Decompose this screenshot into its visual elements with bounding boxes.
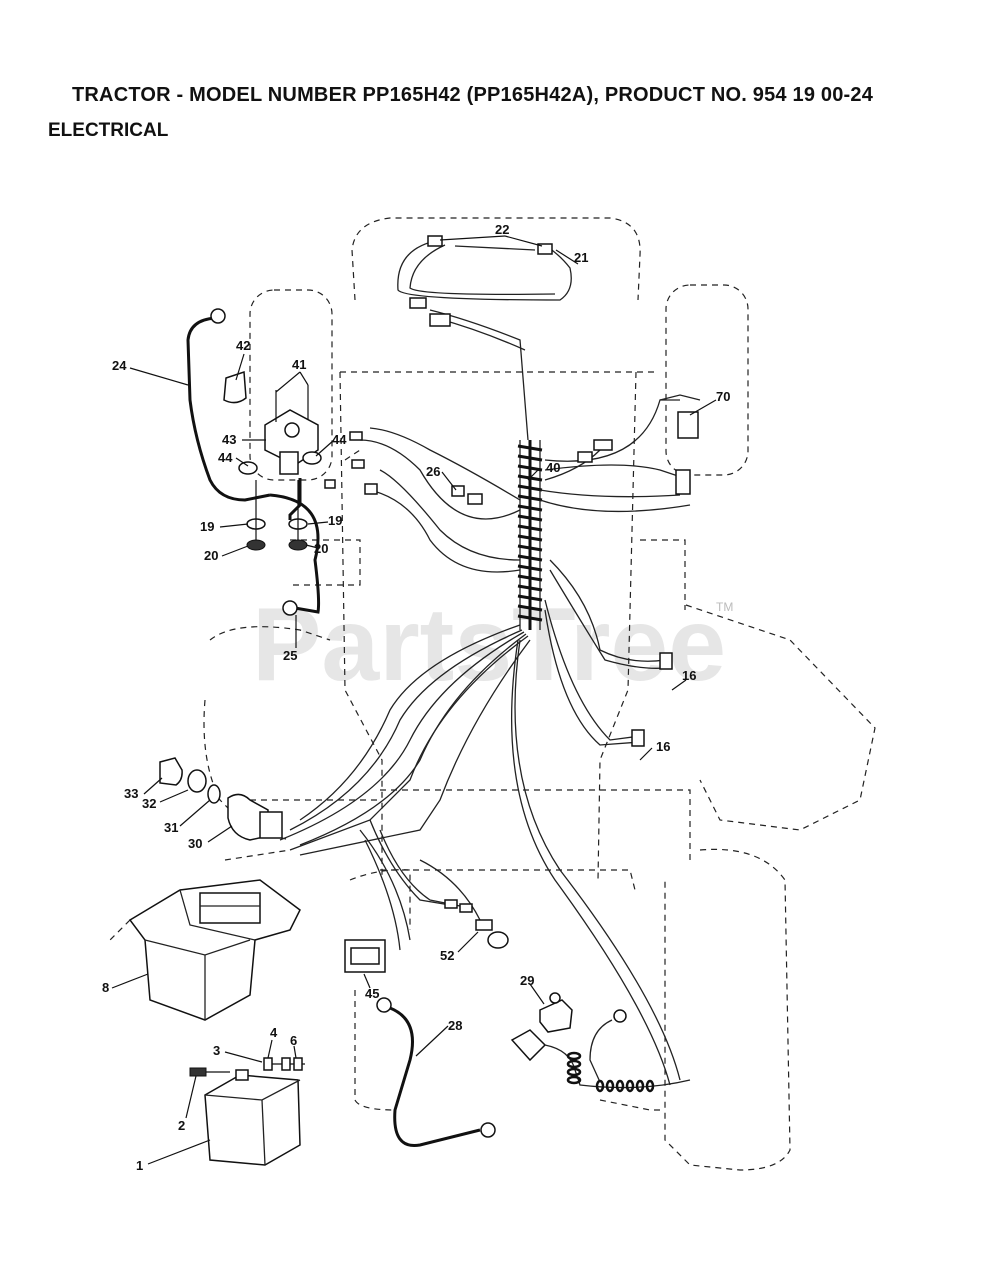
callout-1: 1 bbox=[136, 1158, 143, 1173]
switch-29 bbox=[510, 992, 691, 1093]
headlight-harness bbox=[397, 235, 572, 441]
hour-meter bbox=[344, 939, 386, 973]
cable-28 bbox=[376, 997, 496, 1148]
harness-branches bbox=[279, 399, 691, 1086]
washer-icon bbox=[263, 1057, 273, 1071]
nut-icon bbox=[207, 784, 221, 804]
callout-70: 70 bbox=[716, 389, 730, 404]
bulb-52 bbox=[475, 919, 509, 949]
nut-icon bbox=[238, 461, 258, 475]
connector-icon bbox=[429, 313, 451, 327]
nut-icon bbox=[246, 539, 266, 551]
connector-icon bbox=[510, 1029, 547, 1062]
connector-icon bbox=[631, 729, 645, 747]
callout-43: 43 bbox=[222, 432, 236, 447]
connector-icon bbox=[259, 811, 283, 839]
callout-45: 45 bbox=[365, 986, 379, 1001]
switch-icon bbox=[677, 411, 699, 439]
callout-32: 32 bbox=[142, 796, 156, 811]
callout-44-right: 44 bbox=[332, 432, 347, 447]
callout-26: 26 bbox=[426, 464, 440, 479]
callout-30: 30 bbox=[188, 836, 202, 851]
callout-25: 25 bbox=[283, 648, 297, 663]
switch-icon bbox=[539, 999, 573, 1033]
ring-terminal-icon bbox=[376, 997, 392, 1013]
lockwasher-icon bbox=[281, 1057, 291, 1071]
callout-28: 28 bbox=[448, 1018, 462, 1033]
callout-20-right: 20 bbox=[314, 541, 328, 556]
ring-terminal-icon bbox=[480, 1122, 496, 1138]
solenoid-boot-icon bbox=[223, 370, 247, 404]
connector-icon bbox=[364, 483, 378, 495]
callout-8: 8 bbox=[102, 980, 109, 995]
solenoid-assembly bbox=[186, 308, 322, 616]
callout-42: 42 bbox=[236, 338, 250, 353]
socket-icon bbox=[475, 919, 493, 931]
connector-icon bbox=[577, 451, 593, 463]
connectors-26 bbox=[451, 485, 483, 505]
battery-assembly bbox=[189, 1057, 305, 1166]
connector-icon bbox=[459, 903, 473, 913]
callout-4: 4 bbox=[270, 1025, 278, 1040]
connector-icon bbox=[444, 899, 458, 909]
connector-icon bbox=[351, 459, 365, 469]
connector-icon bbox=[409, 297, 427, 309]
callout-16-lower: 16 bbox=[656, 739, 670, 754]
bulb-icon bbox=[487, 931, 509, 949]
callout-3: 3 bbox=[213, 1043, 220, 1058]
connector-icon bbox=[324, 479, 336, 489]
connector-icon bbox=[451, 485, 465, 497]
callout-labels: 22 21 42 41 24 70 43 44 44 40 26 19 19 2… bbox=[102, 222, 730, 1173]
callout-41: 41 bbox=[292, 357, 306, 372]
ring-terminal-icon bbox=[282, 600, 298, 616]
nut-icon bbox=[293, 1057, 303, 1071]
callout-16-upper: 16 bbox=[682, 668, 696, 683]
callout-24: 24 bbox=[112, 358, 127, 373]
connector-icon bbox=[349, 431, 363, 441]
callout-33: 33 bbox=[124, 786, 138, 801]
connector-icon bbox=[675, 469, 691, 495]
connector-icon bbox=[593, 439, 613, 451]
callout-31: 31 bbox=[164, 820, 178, 835]
headlight-bulb-left-icon bbox=[427, 235, 443, 247]
battery-icon bbox=[204, 1074, 301, 1166]
nut-icon bbox=[288, 539, 308, 551]
headlight-bulb-right-icon bbox=[537, 243, 553, 255]
ignition-switch-assembly bbox=[159, 757, 283, 841]
watermark-trademark: TM bbox=[716, 600, 733, 614]
callout-19-right: 19 bbox=[328, 513, 342, 528]
page-title: TRACTOR - MODEL NUMBER PP165H42 (PP165H4… bbox=[72, 84, 874, 106]
ring-terminal-icon bbox=[613, 1009, 627, 1023]
ring-terminal-icon bbox=[210, 308, 226, 324]
callout-20-left: 20 bbox=[204, 548, 218, 563]
callout-22: 22 bbox=[495, 222, 509, 237]
key-icon bbox=[159, 757, 183, 786]
callout-40: 40 bbox=[546, 460, 560, 475]
switch-70 bbox=[659, 394, 701, 495]
main-harness-coil bbox=[517, 440, 543, 630]
bolt-icon bbox=[189, 1067, 207, 1077]
section-title: ELECTRICAL bbox=[48, 120, 169, 141]
bezel-icon bbox=[187, 769, 207, 793]
connector-icon bbox=[659, 652, 673, 670]
callout-2: 2 bbox=[178, 1118, 185, 1133]
battery-box bbox=[128, 879, 301, 1021]
callout-21: 21 bbox=[574, 250, 588, 265]
callout-52: 52 bbox=[440, 948, 454, 963]
callout-44-left: 44 bbox=[218, 450, 233, 465]
callout-19-left: 19 bbox=[200, 519, 214, 534]
tractor-outline bbox=[109, 217, 876, 1171]
callout-29: 29 bbox=[520, 973, 534, 988]
connector-icon bbox=[467, 493, 483, 505]
leader-lines bbox=[111, 235, 717, 1165]
callout-6: 6 bbox=[290, 1033, 297, 1048]
